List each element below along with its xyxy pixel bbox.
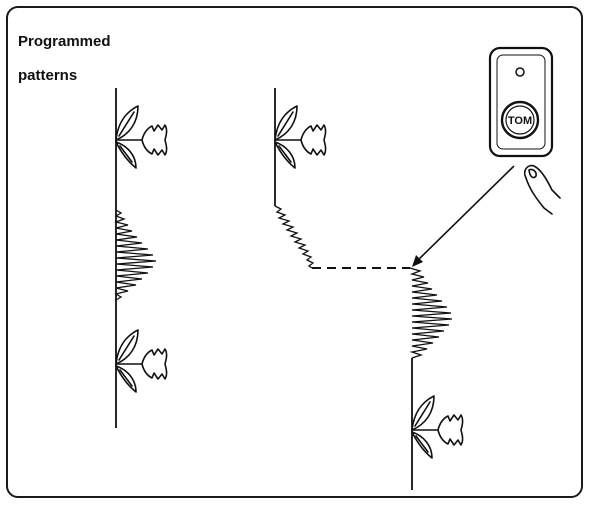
diagram-frame [6, 6, 583, 498]
finger-pointer-icon [523, 164, 561, 215]
arrowhead-icon [412, 255, 423, 267]
tom-button-inner [505, 105, 535, 135]
title-line-1: Programmed [18, 33, 111, 50]
satin-zigzag-right [409, 267, 453, 359]
tom-button-outer[interactable] [500, 100, 540, 140]
control-device-inner [496, 54, 546, 150]
indicator-light-icon [515, 67, 525, 77]
title-line-2: patterns [18, 67, 78, 84]
pointer-arrow-line [415, 165, 515, 263]
satin-zigzag-left [113, 209, 157, 301]
diagram-title: Programmed patterns [18, 16, 111, 84]
flower-motif-right [411, 395, 464, 459]
satin-zigzag-middle [274, 205, 315, 269]
flower-motif-left-top [115, 105, 168, 169]
flower-motif-left-bottom [115, 329, 168, 393]
flower-motif-middle [274, 105, 327, 169]
tom-button-label: TOM [508, 115, 532, 127]
